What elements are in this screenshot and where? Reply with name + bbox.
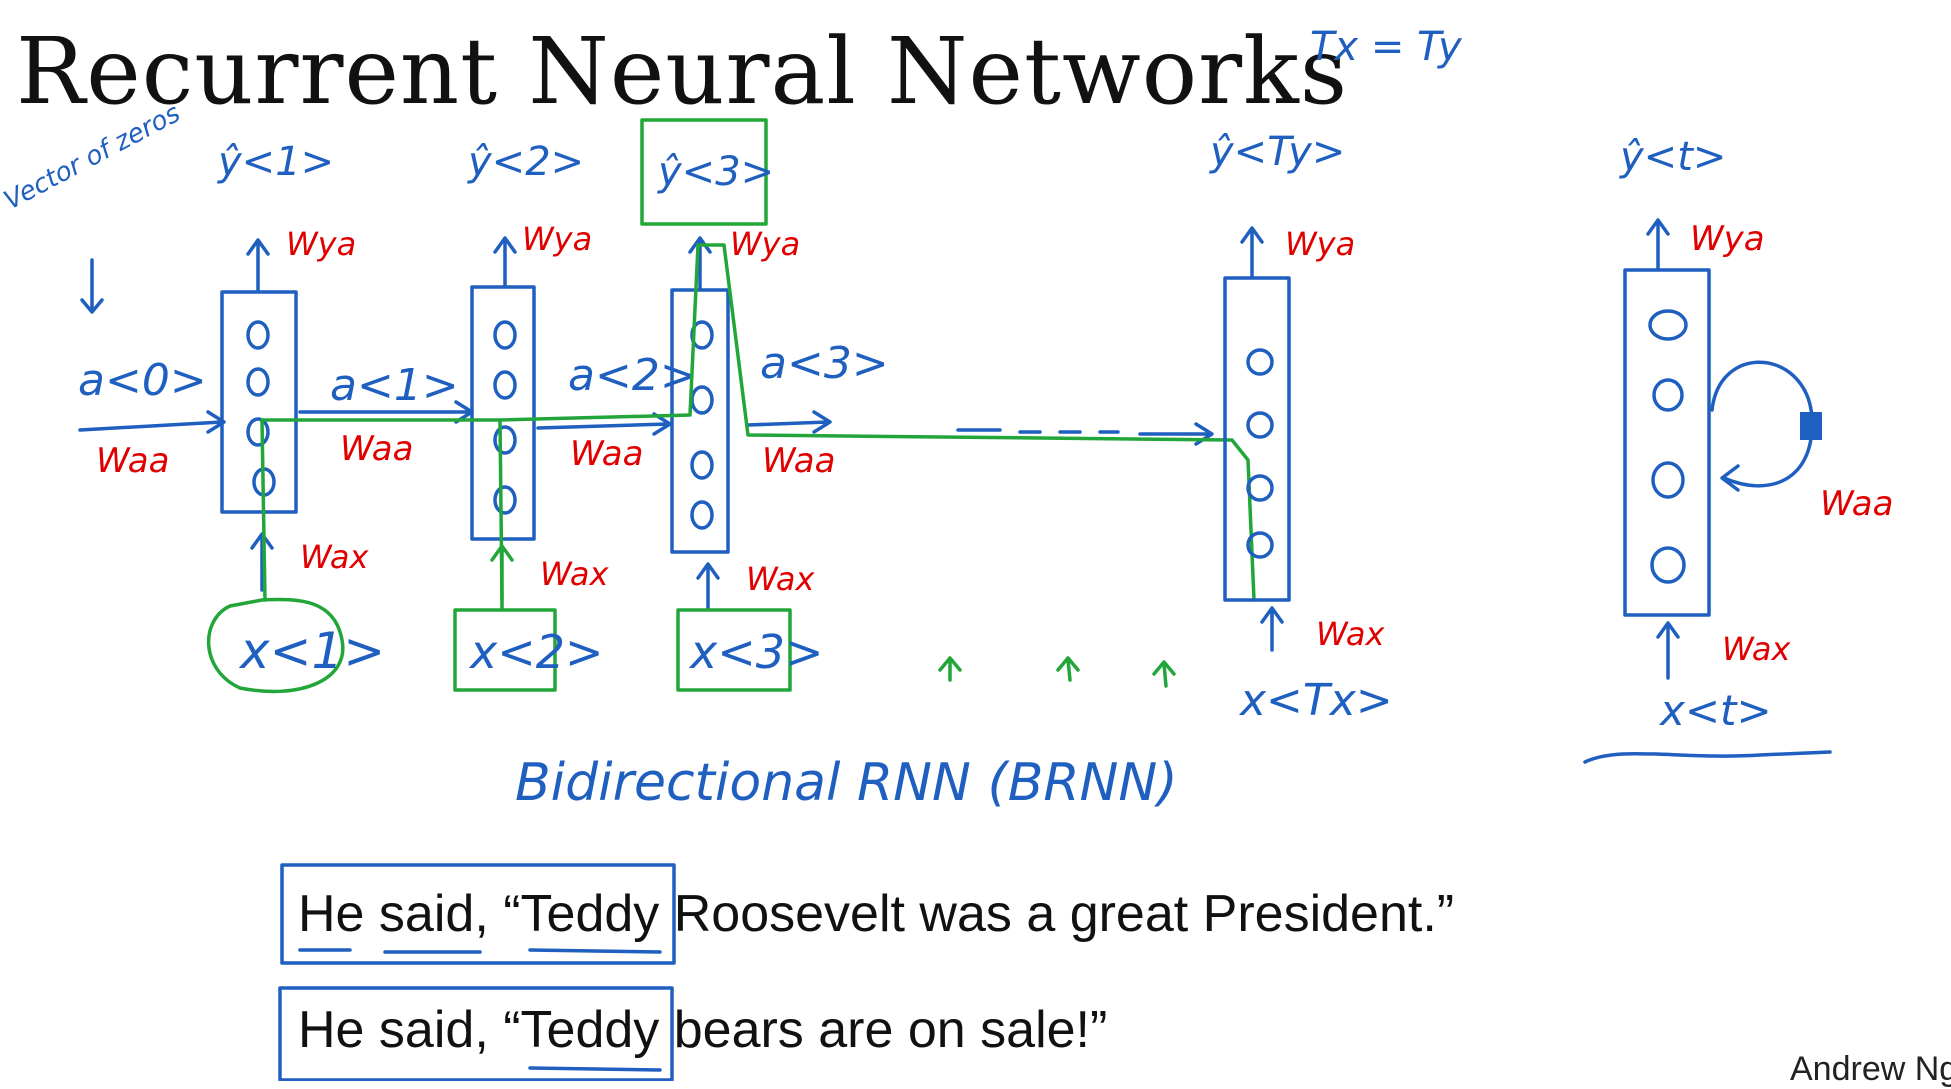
zeros-arrow (80, 258, 104, 314)
waa-label-folded: Waa (1820, 484, 1893, 524)
folded-input-arrow (1656, 621, 1680, 680)
wax-label-1: Wax (300, 538, 370, 576)
wax-label-2: Wax (540, 555, 610, 593)
folded-underline (1583, 750, 1832, 764)
ellipsis-arrow (956, 422, 1214, 446)
recurrent-loop-arrow (1710, 360, 1814, 492)
x-tx-label: x<Tx> (1238, 675, 1393, 726)
tx-equals-ty-note: Tx = Ty (1310, 24, 1463, 70)
sentence-1-underline (298, 948, 662, 954)
folded-rnn-cell (1623, 268, 1711, 617)
cell-1-units (246, 320, 276, 497)
brnn-note: Bidirectional RNN (BRNN) (515, 753, 1178, 813)
rnn-cell-t (1223, 276, 1291, 602)
sentence-2-underline (528, 1066, 662, 1072)
waa-label-2: Waa (570, 434, 643, 474)
cell-t-output-arrow (1240, 226, 1264, 278)
sentence-1: He said, “Teddy Roosevelt was a great Pr… (298, 885, 1455, 943)
rnn-cell-2 (470, 285, 536, 541)
wya-label-t: Wya (1285, 225, 1355, 263)
y-hat-2-label: ŷ<2> (467, 139, 584, 185)
x-t-label: x<t> (1658, 686, 1772, 735)
x-3-label: x<3> (688, 625, 824, 679)
y-hat-1-label: ŷ<1> (217, 139, 334, 185)
sentence-2: He said, “Teddy bears are on sale!” (298, 1001, 1108, 1059)
wax-label-3: Wax (746, 560, 816, 598)
wya-label-2: Wya (522, 220, 592, 258)
backward-arrows (938, 656, 1176, 688)
a3-arrow (746, 410, 832, 434)
cell-t-input-arrow (1260, 606, 1284, 652)
y-hat-3-label: ŷ<3> (657, 149, 774, 195)
wya-label-folded: Wya (1690, 219, 1765, 259)
waa-label-1: Waa (340, 429, 413, 469)
a3-label: a<3> (760, 338, 889, 389)
x-2-highlight (453, 608, 557, 692)
cell-t-units (1246, 348, 1274, 559)
cell-3-output-arrow (688, 236, 712, 290)
author-name: Andrew Ng (1790, 1050, 1951, 1088)
rnn-cell-3 (670, 288, 730, 554)
x-1-highlight (207, 597, 345, 694)
waa-label-3: Waa (762, 441, 835, 481)
waa-label-0: Waa (96, 441, 169, 481)
folded-output-arrow (1646, 218, 1670, 270)
a0-arrow (78, 410, 226, 434)
y-hat-3-highlight (640, 118, 768, 226)
wya-label-3: Wya (730, 225, 800, 263)
sentence-2-box (278, 986, 674, 1081)
cell-1-input-arrow (250, 532, 274, 592)
loop-delay-mark (1800, 412, 1822, 440)
sentence-1-box (280, 863, 676, 965)
y-hat-t-label: ŷ<t> (1619, 134, 1726, 180)
a2-label: a<2> (568, 350, 697, 401)
cell-3-input-arrow (696, 562, 720, 610)
rnn-cell-1 (220, 290, 298, 514)
wya-label-1: Wya (286, 225, 356, 263)
wax-label-folded: Wax (1722, 630, 1792, 668)
y-hat-ty-label: ŷ<Ty> (1209, 129, 1345, 175)
page-title: Recurrent Neural Networks (16, 18, 1349, 125)
cell-2-output-arrow (493, 236, 517, 287)
cell-2-units (493, 320, 517, 515)
cell-3-units (690, 320, 714, 530)
x-3-highlight (676, 608, 792, 692)
wax-label-t: Wax (1316, 615, 1386, 653)
a1-label: a<1> (330, 360, 459, 411)
a0-label: a<0> (78, 355, 207, 406)
activation-path-highlight (260, 243, 1256, 602)
cell-1-output-arrow (246, 238, 270, 292)
x-2-label: x<2> (468, 625, 604, 679)
vector-of-zeros-note: Vector of zeros (0, 98, 185, 216)
folded-cell-units (1648, 309, 1688, 584)
x-1-label: x<1> (238, 622, 385, 680)
